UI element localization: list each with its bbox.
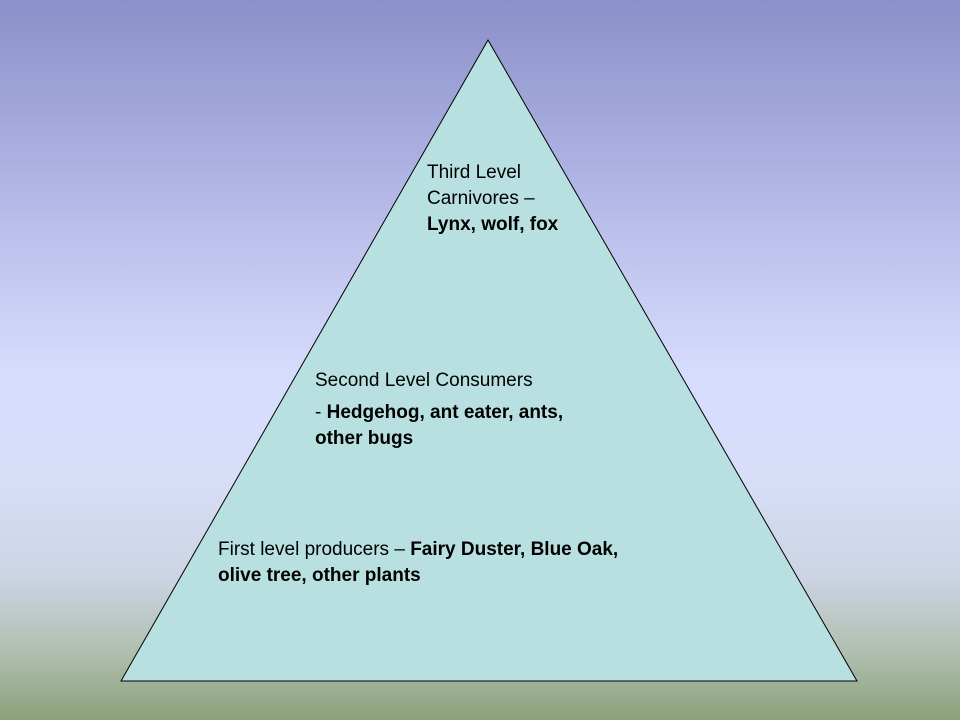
second-level-examples-line1: Hedgehog, ant eater, ants, [326, 402, 564, 423]
third-level-examples: Lynx, wolf, fox [427, 214, 559, 235]
third-level-label: Third Level Carnivores – Lynx, wolf, fox [427, 160, 558, 238]
second-level-examples-line2: other bugs [315, 428, 414, 449]
third-level-category: Carnivores – [427, 188, 535, 209]
first-level-title: First level producers – [218, 539, 411, 560]
second-level-dash: - [315, 402, 327, 423]
first-level-examples-line2: olive tree, other plants [218, 565, 421, 586]
pyramid-shape [120, 38, 858, 682]
second-level-title: Second Level Consumers [315, 370, 533, 391]
first-level-label: First level producers – Fairy Duster, Bl… [218, 537, 618, 589]
third-level-title: Third Level [427, 162, 521, 183]
first-level-examples-line1: Fairy Duster, Blue Oak, [410, 539, 619, 560]
second-level-label: Second Level Consumers - Hedgehog, ant e… [315, 368, 563, 452]
